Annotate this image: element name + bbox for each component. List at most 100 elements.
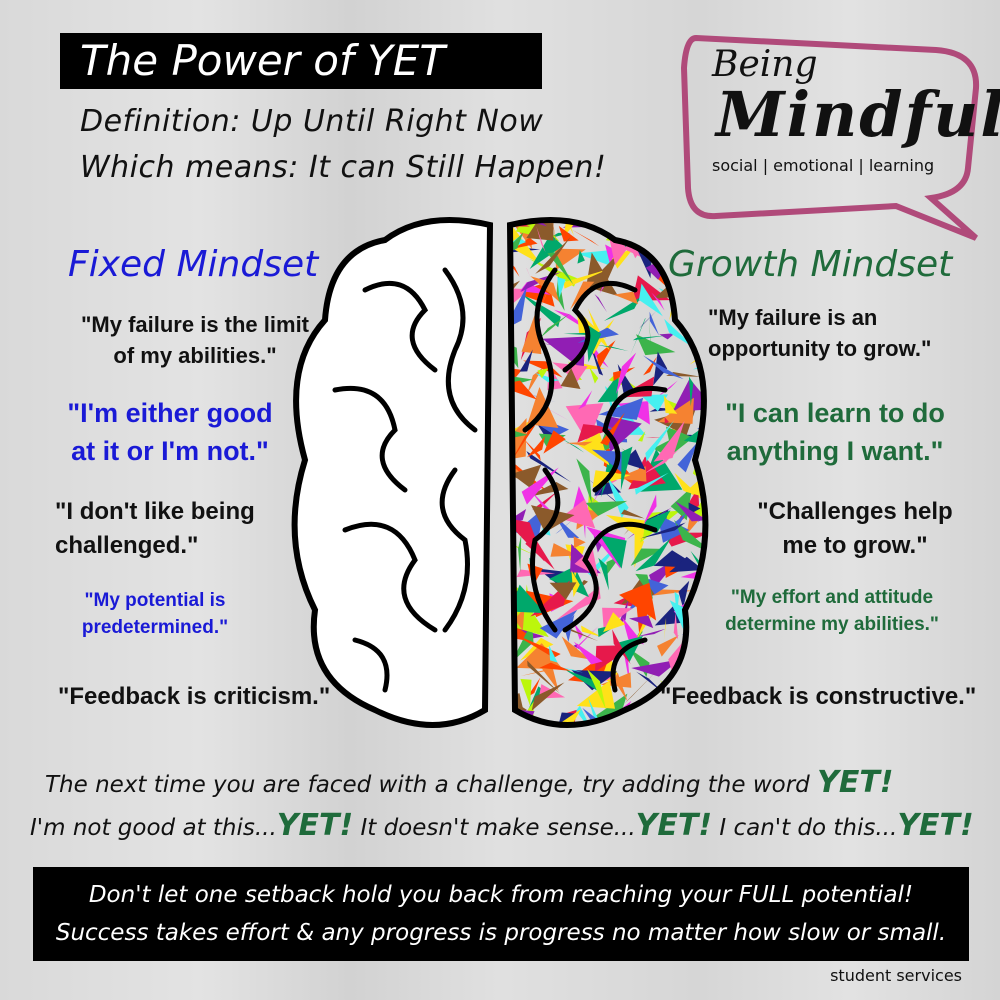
mosaic-shard [549,582,577,600]
mosaic-shard [513,633,561,658]
mosaic-shard [511,464,542,489]
mosaic-shard [585,500,628,516]
mosaic-shard [674,591,680,616]
mosaic-shard [627,708,661,720]
mosaic-shard [659,220,671,249]
mosaic-shard [520,678,532,706]
logo-being: Being [712,44,818,85]
fixed-quote-1: "My failure is the limit of my abilities… [80,312,310,368]
mosaic-shard [659,333,675,340]
example-2: It doesn't make sense... [360,815,636,841]
mosaic-shard [673,612,679,640]
mosaic-shard [672,378,706,412]
meaning-text: Which means: It can Still Happen! [80,150,607,185]
mosaic-shard [537,368,549,379]
mosaic-shard [526,367,544,395]
mosaic-shard [668,676,699,701]
mosaic-shard [613,291,639,305]
definition-text: Definition: Up Until Right Now [80,104,544,139]
example-3: I can't do this... [719,815,898,841]
mosaic-shard [559,499,596,529]
mosaic-shard [594,645,636,673]
mosaic-shard [582,729,613,745]
mosaic-shard [660,717,687,725]
mosaic-shard [530,580,570,617]
mosaic-shard [621,509,645,519]
mosaic-shard [643,356,658,376]
mosaic-shard [654,220,702,235]
logo-mindful: Mindful [716,78,1000,151]
mosaic-shard [683,641,706,680]
mosaic-shard [629,318,646,358]
mosaic-shard [677,441,699,473]
mosaic-shard [519,349,533,372]
mosaic-shard [498,665,507,703]
mosaic-shard [499,306,509,345]
fixed-quote-5: "Feedback is criticism." [58,683,331,710]
mosaic-shard [576,309,607,339]
mosaic-shard [695,314,706,325]
mosaic-shard [514,607,525,631]
fixed-quote-4: "My potential is predetermined." [81,590,229,638]
mosaic-shard [618,220,660,240]
growth-quote-5: "Feedback is constructive." [660,683,977,710]
mosaic-shard [638,283,663,317]
mosaic-shard [556,220,575,236]
mosaic-shard [558,225,579,242]
mosaic-shard [526,450,572,483]
mosaic-shard [693,321,706,349]
speech-bubble-icon [680,34,980,241]
mosaic-shard [678,580,690,609]
mosaic-shard [510,286,527,330]
mosaic-shard [669,556,704,573]
mosaic-shard [614,672,628,702]
yet-word: YET! [817,765,894,800]
growth-quote-2: "I can learn to do anything I want." [725,398,945,466]
mosaic-shard [672,711,686,725]
growth-quote-3: "Challenges help me to grow." [757,498,953,559]
mosaic-shard [660,230,680,232]
mosaic-shard [510,380,537,400]
mosaic-shard [565,403,604,443]
mosaic-shard [637,431,646,442]
mosaic-shard [693,310,706,318]
mosaic-shard [628,456,666,490]
mosaic-shard [710,329,718,337]
mosaic-shard [529,233,563,269]
mosaic-shard [520,293,561,328]
growth-quote-4: "My effort and attitude determine my abi… [725,587,939,635]
mosaic-shard [663,395,678,414]
mosaic-shard [675,501,706,522]
footer-line-1: Don't let one setback hold you back from… [88,882,914,908]
mosaic-shard [643,494,657,526]
mosaic-shard [518,534,522,573]
mosaic-shard [647,233,672,243]
mosaic-shard [577,250,585,264]
mosaic-shard [695,220,706,236]
growth-quote-1: "My failure is an opportunity to grow." [708,305,932,361]
mosaic-shard [631,659,681,677]
mosaic-shard [677,703,706,725]
mosaic-shard [543,430,566,454]
mosaic-shard [510,418,527,463]
example-1: I'm not good at this... [30,815,277,841]
mosaic-shard [695,708,706,712]
mosaic-shard [643,722,679,725]
mosaic-shard [560,368,581,389]
mosaic-shard [576,680,616,709]
mosaic-shard [548,644,558,663]
mosaic-shard [657,635,679,657]
mosaic-shard [711,688,725,728]
mosaic-shard [612,246,635,269]
mosaic-shard [668,642,683,676]
mosaic-shard [605,514,646,540]
mosaic-shard [575,705,594,725]
footer-banner: Don't let one setback hold you back from… [33,867,969,961]
mosaic-shard [589,367,599,384]
mosaic-shard [683,220,695,222]
mosaic-shard [603,612,626,633]
yet-word: YET! [276,808,354,843]
mosaic-shard [510,258,520,277]
mosaic-shard [660,210,676,215]
mosaic-shard [576,458,592,504]
